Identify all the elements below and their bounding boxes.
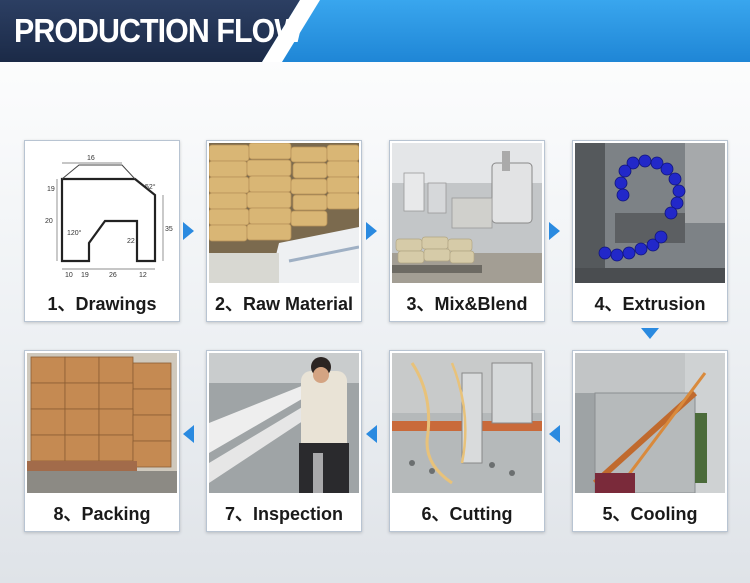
step-card-drawings: 16 52° 19 20 35 22 120° 10 19 26 12 1、Dr…: [24, 140, 180, 322]
flow-arrow-left-icon: [366, 425, 377, 443]
flow-arrow-right-icon: [549, 222, 560, 240]
step-label: 4、Extrusion: [594, 294, 706, 314]
step-card-raw-material: 2、Raw Material: [206, 140, 362, 322]
mix-blend-image: [392, 143, 542, 283]
dim-label: 22: [127, 238, 135, 245]
step-card-cutting: 6、Cutting: [389, 350, 545, 532]
step-card-mix-blend: 3、Mix&Blend: [389, 140, 545, 322]
step-label: 6、Cutting: [421, 504, 513, 524]
inspection-image: [209, 353, 359, 493]
flow-arrow-left-icon: [549, 425, 560, 443]
drawing-image: 16 52° 19 20 35 22 120° 10 19 26 12: [27, 143, 177, 283]
dim-label: 20: [45, 218, 53, 225]
flow-arrow-right-icon: [366, 222, 377, 240]
step-card-inspection: 7、Inspection: [206, 350, 362, 532]
packing-image: [27, 353, 177, 493]
dim-label: 19: [81, 272, 89, 279]
dim-label: 120°: [67, 229, 82, 237]
cutting-image: [392, 353, 542, 493]
dim-label: 26: [109, 272, 117, 279]
step-card-cooling: 5、Cooling: [572, 350, 728, 532]
flow-arrow-right-icon: [183, 222, 194, 240]
step-label: 5、Cooling: [602, 504, 698, 524]
cooling-image: [575, 353, 725, 493]
extrusion-image: [575, 143, 725, 283]
step-label: 2、Raw Material: [214, 294, 354, 314]
step-card-extrusion: 4、Extrusion: [572, 140, 728, 322]
step-label: 3、Mix&Blend: [406, 294, 528, 314]
dim-label: 12: [139, 272, 147, 279]
dim-label: 16: [87, 155, 95, 162]
page-title: PRODUCTION FLOW: [14, 12, 303, 49]
step-label: 1、Drawings: [47, 294, 157, 314]
step-label: 7、Inspection: [224, 504, 344, 524]
flow-arrow-down-icon: [641, 328, 659, 339]
header-title-tab: [0, 0, 300, 62]
step-label: 8、Packing: [53, 504, 151, 524]
flow-arrow-left-icon: [183, 425, 194, 443]
dim-label: 10: [65, 272, 73, 279]
step-card-packing: 8、Packing: [24, 350, 180, 532]
dim-label: 35: [165, 226, 173, 233]
dim-label: 52°: [145, 183, 156, 191]
raw-material-image: [209, 143, 359, 283]
dim-label: 19: [47, 186, 55, 193]
